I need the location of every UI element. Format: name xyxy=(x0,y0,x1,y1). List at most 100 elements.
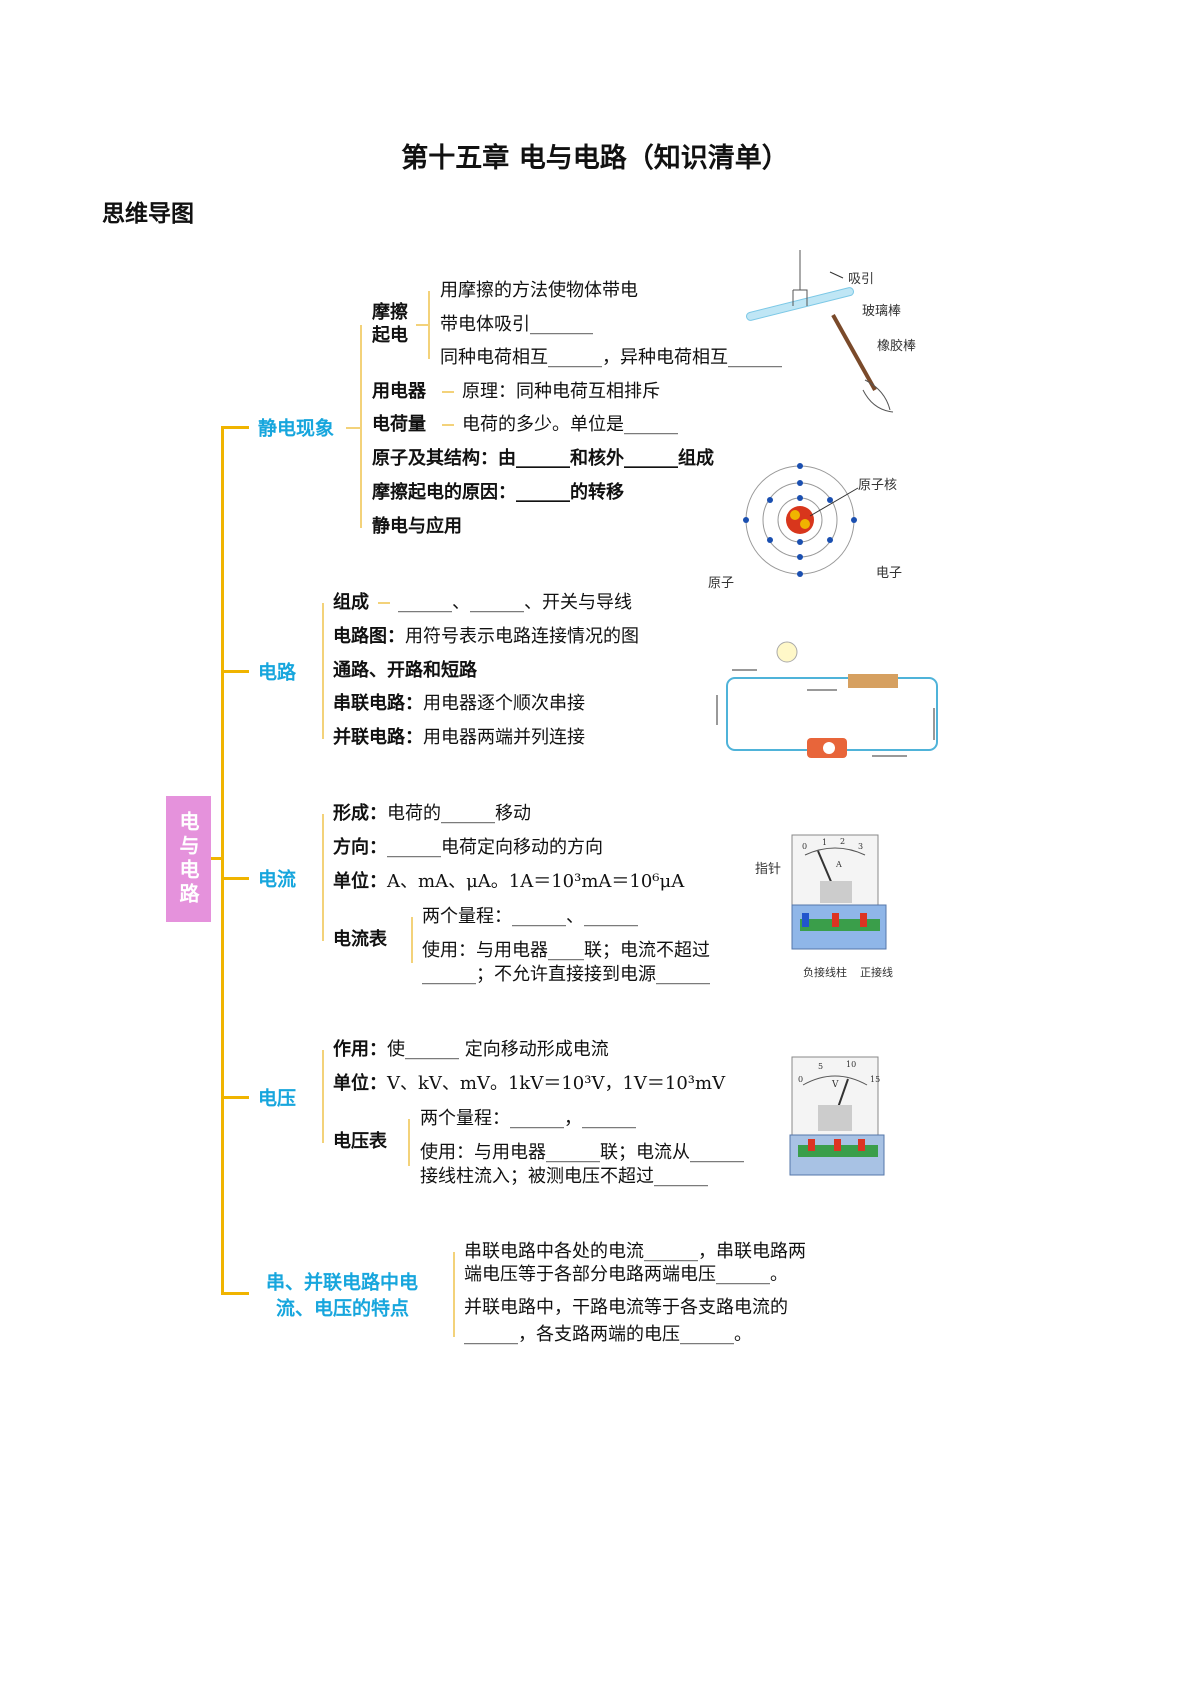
item-text: 用电器逐个顺次串接 xyxy=(423,693,585,714)
list-item: 原子及其结构：由______和核外______组成 xyxy=(372,448,714,469)
list-item: 原理：同种电荷互相排斥 xyxy=(462,381,660,402)
connector xyxy=(221,877,249,880)
figure-label: 电子 xyxy=(876,566,903,581)
list-item: 静电与应用 xyxy=(372,516,462,537)
scale-label: 5 xyxy=(818,1062,824,1071)
list-item: 串联电路中各处的电流______，串联电路两 xyxy=(464,1241,806,1262)
circuit-illustration xyxy=(716,641,938,758)
connector xyxy=(221,1096,249,1099)
node-static: 静电现象 xyxy=(258,417,335,440)
connector xyxy=(221,670,249,673)
item-label: 形成： xyxy=(333,803,387,824)
scale-label: 1 xyxy=(822,838,828,847)
friction-label: 摩擦 xyxy=(372,302,408,323)
item-label: 串联电路： xyxy=(333,693,423,714)
list-item: 使用：与用电器______联；电流从______ xyxy=(420,1142,744,1163)
list-item: 电路图：用符号表示电路连接情况的图 xyxy=(333,627,639,647)
list-item: 摩擦起电的原因：______的转移 xyxy=(372,482,624,503)
trunk-line xyxy=(221,427,224,1294)
item-text: 用电器两端并列连接 xyxy=(423,727,585,748)
connector xyxy=(211,857,223,860)
bracket xyxy=(322,814,324,941)
connector xyxy=(221,1292,249,1295)
electroscope-label: 用电器 xyxy=(372,381,426,402)
bracket xyxy=(346,427,360,429)
bracket xyxy=(416,324,428,326)
list-item: 同种电荷相互______，异种电荷相互______ xyxy=(440,347,782,368)
atom-illustration xyxy=(743,463,859,577)
bracket xyxy=(360,325,362,528)
item-label: 作用： xyxy=(333,1039,387,1060)
list-item: 并联电路中，干路电流等于各支路电流的 xyxy=(464,1297,788,1318)
list-item: 组成 xyxy=(333,592,369,613)
node-features: 流、电压的特点 xyxy=(276,1297,410,1320)
friction-label: 起电 xyxy=(372,325,408,346)
scale-label: A xyxy=(836,860,842,869)
scale-label: 3 xyxy=(858,842,864,851)
connector xyxy=(378,602,390,604)
bracket xyxy=(322,1050,324,1143)
ammeter-label: 电流表 xyxy=(333,929,387,950)
charge-label: 电荷量 xyxy=(372,414,426,435)
item-text: V、kV、mV。1kV＝10³V，1V＝10³mV xyxy=(387,1073,726,1094)
page-title: 第十五章 电与电路（知识清单） xyxy=(401,143,789,174)
item-label: 并联电路： xyxy=(333,727,423,748)
node-current: 电流 xyxy=(258,868,297,891)
bracket xyxy=(408,1119,410,1166)
figure-label: 橡胶棒 xyxy=(877,339,917,354)
item-label: 单位： xyxy=(333,871,387,892)
bracket xyxy=(322,603,324,739)
node-voltage: 电压 xyxy=(258,1087,297,1110)
list-item: 单位：A、mA、μA。1A＝10³mA＝10⁶μA xyxy=(333,872,684,892)
node-features: 串、并联电路中电 xyxy=(266,1271,419,1294)
list-item: 单位：V、kV、mV。1kV＝10³V，1V＝10³mV xyxy=(333,1074,725,1094)
list-item: ______；不允许直接接到电源______ xyxy=(422,964,710,985)
figure-label: 玻璃棒 xyxy=(862,304,902,319)
list-item: 接线柱流入；被测电压不超过______ xyxy=(420,1166,708,1187)
scale-label: 10 xyxy=(846,1060,857,1069)
list-item: 用摩擦的方法使物体带电 xyxy=(440,280,638,301)
list-item: 两个量程：______、______ xyxy=(422,906,638,927)
list-item: 两个量程：______，______ xyxy=(420,1108,636,1129)
item-text: A、mA、μA。1A＝10³mA＝10⁶μA xyxy=(387,871,685,892)
scale-label: 0 xyxy=(802,842,808,851)
scale-label: 0 xyxy=(798,1075,804,1084)
rods-illustration xyxy=(746,250,894,413)
node-circuit: 电路 xyxy=(258,661,297,684)
section-heading: 思维导图 xyxy=(102,200,194,227)
item-label: 单位： xyxy=(333,1073,387,1094)
list-item: 并联电路：用电器两端并列连接 xyxy=(333,728,585,748)
list-item: 电荷的多少。单位是______ xyxy=(462,414,678,435)
center-node: 电与电路 xyxy=(166,796,211,922)
bracket xyxy=(453,1252,455,1337)
list-item: ______、______、开关与导线 xyxy=(398,592,632,613)
list-item: ______，各支路两端的电压______。 xyxy=(464,1324,752,1345)
item-text: 电荷的______移动 xyxy=(387,803,531,824)
scale-label: 2 xyxy=(840,837,846,846)
list-item: 通路、开路和短路 xyxy=(333,660,477,681)
figure-label: 原子核 xyxy=(858,478,898,493)
figure-label: 负接线柱 xyxy=(803,966,847,979)
item-text: ______电荷定向移动的方向 xyxy=(387,837,603,858)
scale-label: V xyxy=(832,1080,839,1090)
voltmeter-label: 电压表 xyxy=(333,1131,387,1152)
list-item: 作用：使______ 定向移动形成电流 xyxy=(333,1040,609,1060)
figure-label: 正接线 xyxy=(860,966,893,979)
connector xyxy=(221,426,249,429)
scale-label: 15 xyxy=(870,1075,881,1084)
list-item: 方向：______电荷定向移动的方向 xyxy=(333,838,603,858)
connector xyxy=(442,391,454,393)
item-label: 方向： xyxy=(333,837,387,858)
list-item: 串联电路：用电器逐个顺次串接 xyxy=(333,694,585,714)
list-item: 形成：电荷的______移动 xyxy=(333,804,531,824)
item-text: 使______ 定向移动形成电流 xyxy=(387,1039,609,1060)
figure-label: 原子 xyxy=(708,576,735,591)
ammeter-illustration xyxy=(791,834,887,950)
connector xyxy=(442,424,454,426)
bracket xyxy=(411,917,413,963)
list-item: 使用：与用电器____联；电流不超过 xyxy=(422,940,710,961)
item-text: 用符号表示电路连接情况的图 xyxy=(405,626,639,647)
list-item: 带电体吸引_______ xyxy=(440,314,593,335)
figure-label: 吸引 xyxy=(848,272,875,287)
